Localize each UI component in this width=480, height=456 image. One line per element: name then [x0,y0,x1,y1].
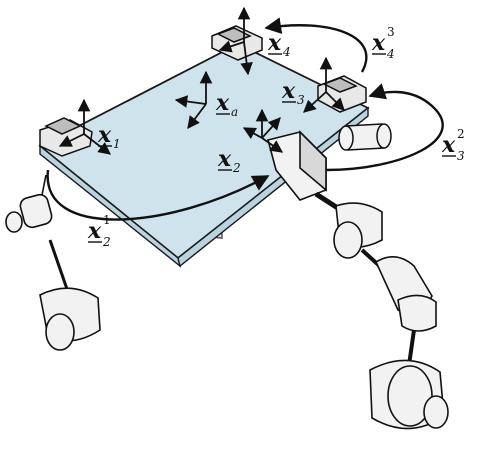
svg-text:x: x [97,122,112,148]
axes-2 [242,108,284,153]
left-leg [5,174,101,351]
arc-x3-2 [325,83,444,172]
label-x2: x 2 [217,146,241,175]
label-x1: x 1 [97,122,121,151]
svg-text:3: 3 [457,149,465,163]
svg-text:1: 1 [113,137,121,151]
svg-text:x: x [87,218,102,244]
platform-plate [38,42,370,268]
axes-1 [58,98,111,155]
svg-text:x: x [217,146,232,172]
joint-3-cylinder [338,123,392,151]
svg-text:a: a [231,105,238,119]
svg-text:2: 2 [457,127,465,141]
svg-text:x: x [281,78,296,104]
svg-text:x: x [267,30,282,56]
label-x4: x 4 [267,30,291,59]
axes-a [174,70,213,130]
svg-text:4: 4 [282,45,291,59]
axes-3 [303,56,345,113]
svg-text:2: 2 [232,161,241,175]
arc-x4-3 [264,17,368,73]
label-x2-1: x 2 1 [87,213,111,249]
svg-text:3: 3 [297,93,305,107]
label-x4-3: x 4 3 [371,25,395,61]
right-leg [267,130,449,430]
svg-text:x: x [441,132,456,158]
axes-4 [218,6,253,76]
label-x3-2: x 3 2 [441,127,465,163]
label-xa: x a [215,90,238,119]
svg-text:4: 4 [386,47,395,61]
svg-text:x: x [215,90,230,116]
svg-text:3: 3 [387,25,395,39]
arc-x2-1 [46,169,270,221]
svg-text:x: x [371,30,386,56]
svg-text:2: 2 [102,235,111,249]
svg-text:1: 1 [103,213,111,227]
label-x3: x 3 [281,78,305,107]
